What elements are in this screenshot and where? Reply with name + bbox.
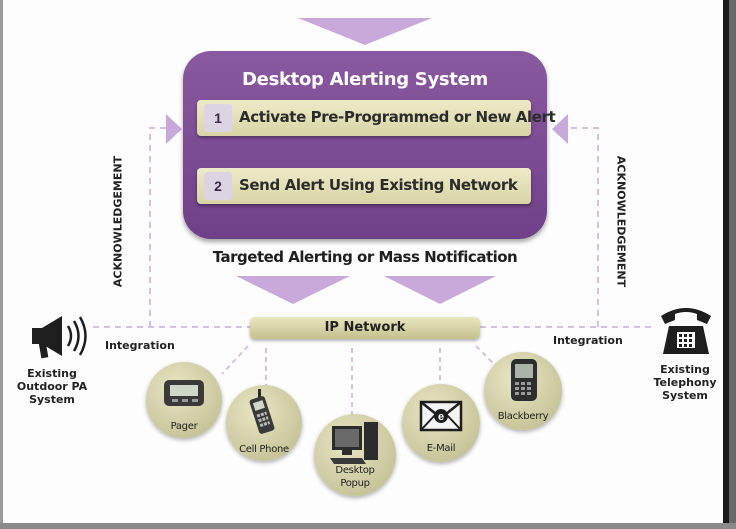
step-2: 2 Send Alert Using Existing Network bbox=[197, 168, 531, 204]
step-2-label: Send Alert Using Existing Network bbox=[239, 176, 518, 194]
outdoor-pa-line2: Outdoor PA bbox=[16, 380, 88, 393]
email-device: e E-Mail bbox=[402, 384, 480, 462]
frame-right-edge bbox=[723, 0, 729, 529]
desktop-computer-icon bbox=[330, 422, 378, 464]
subtitle: Targeted Alerting or Mass Notification bbox=[212, 248, 518, 266]
svg-text:e: e bbox=[438, 411, 444, 423]
cell-phone-label: Cell Phone bbox=[239, 444, 289, 455]
blackberry-label: Blackberry bbox=[497, 411, 549, 422]
cell-phone-icon bbox=[249, 389, 275, 434]
telephony-line2: Telephony bbox=[653, 376, 717, 389]
desktop-popup-label: Desktop Popup bbox=[314, 464, 396, 490]
step-1: 1 Activate Pre-Programmed or New Alert bbox=[197, 100, 556, 136]
ip-network-label: IP Network bbox=[324, 320, 406, 335]
email-icon: e bbox=[419, 400, 463, 432]
down-arrow-right bbox=[384, 276, 496, 304]
integration-label-right: Integration bbox=[553, 334, 623, 347]
outdoor-pa-line1: Existing bbox=[27, 367, 77, 380]
step-2-number: 2 bbox=[204, 172, 232, 200]
step-1-number: 1 bbox=[204, 104, 232, 132]
outdoor-pa-line3: System bbox=[29, 393, 75, 406]
megaphone-icon bbox=[32, 316, 87, 359]
ack-line-left bbox=[149, 127, 172, 327]
telephone-icon bbox=[661, 308, 711, 354]
system-title: Desktop Alerting System bbox=[242, 69, 488, 90]
ack-arrow-left bbox=[166, 114, 182, 144]
acknowledgement-label-right: ACKNOWLEDGEMENT bbox=[614, 155, 628, 288]
desktop-popup-line2: Popup bbox=[340, 478, 370, 489]
acknowledgement-label-left: ACKNOWLEDGEMENT bbox=[111, 155, 125, 288]
step-1-label: Activate Pre-Programmed or New Alert bbox=[239, 108, 556, 126]
cell-phone-device: Cell Phone bbox=[226, 385, 302, 461]
email-label: E-Mail bbox=[426, 443, 456, 454]
desktop-popup-line1: Desktop bbox=[335, 465, 375, 476]
desktop-popup-device: Desktop Popup bbox=[314, 414, 396, 496]
frame-right-shadow bbox=[729, 0, 736, 529]
outdoor-pa-label: Existing Outdoor PA System bbox=[14, 367, 90, 406]
frame-left-edge bbox=[0, 0, 3, 529]
down-arrow-left bbox=[236, 276, 350, 304]
frame-bottom-edge bbox=[0, 523, 736, 529]
pager-icon bbox=[164, 380, 204, 406]
pager-device: Pager bbox=[146, 362, 222, 438]
ip-network-bar: IP Network bbox=[250, 317, 480, 339]
desktop-alerting-system-box: Desktop Alerting System 1 Activate Pre-P… bbox=[183, 51, 556, 239]
telephony-line3: System bbox=[662, 389, 708, 402]
pager-label: Pager bbox=[170, 421, 198, 432]
ack-arrow-right bbox=[552, 114, 568, 144]
blackberry-device: Blackberry bbox=[484, 352, 562, 430]
integration-label-left: Integration bbox=[105, 339, 175, 352]
top-input-arrow bbox=[298, 18, 432, 45]
telephony-line1: Existing bbox=[660, 363, 710, 376]
ack-line-right bbox=[566, 127, 599, 327]
telephony-label: Existing Telephony System bbox=[648, 363, 722, 402]
connector-pager bbox=[221, 345, 249, 375]
blackberry-icon bbox=[511, 359, 537, 401]
